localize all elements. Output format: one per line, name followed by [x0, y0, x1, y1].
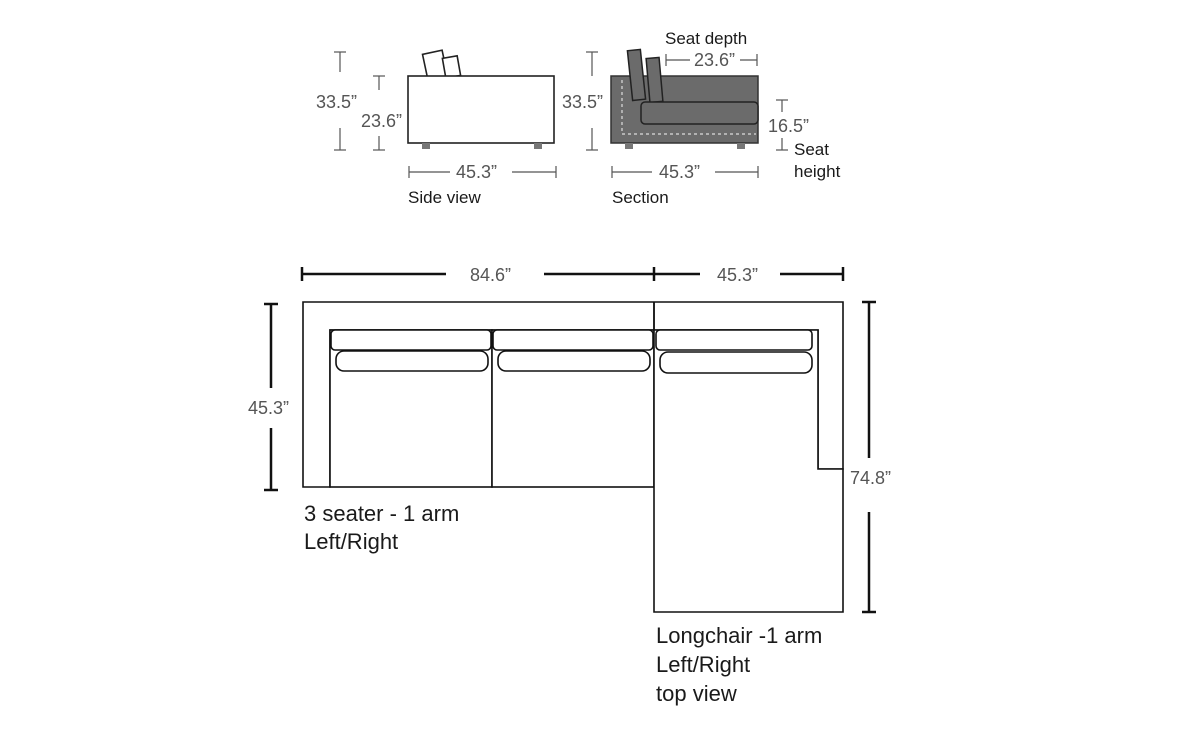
top-view-width-dimension [300, 267, 845, 281]
section-foot-right [737, 143, 745, 149]
longchair-label-line-2: Left/Right [656, 652, 750, 677]
side-view-body [407, 75, 555, 144]
section-seat-cushion [640, 101, 759, 125]
top-view-seater-depth-dimension [264, 302, 278, 492]
top-view-seater-width: 84.6” [470, 265, 511, 285]
pillow-longchair [659, 351, 813, 374]
section-seat-depth: 23.6” [694, 50, 735, 70]
side-view-foot-left [422, 143, 430, 149]
section-seat-height-label-1: Seat [794, 140, 829, 159]
section-total-height: 33.5” [562, 92, 603, 112]
top-view-longchair-length-dimension [862, 300, 876, 614]
section-width: 45.3” [659, 162, 700, 182]
longchair-outline [653, 302, 844, 613]
top-view-longchair-width-text: 45.3” [717, 265, 758, 285]
section-frame-line [621, 80, 756, 135]
top-view-longchair-length: 74.8” [850, 468, 891, 488]
section-width-dimension [611, 166, 759, 178]
section-back-cushion [626, 48, 647, 102]
section-foot-left [625, 143, 633, 149]
seater-label-line-2: Left/Right [304, 529, 398, 554]
side-view-foot-right [534, 143, 542, 149]
side-view-caption: Side view [408, 188, 481, 207]
back-cushion-left [330, 329, 492, 351]
label-gap [706, 264, 776, 284]
seater-label-line-1: 3 seater - 1 arm [304, 501, 459, 526]
section-view: Seat depth 23.6” 33.5” 16.5” Seat height [562, 29, 841, 207]
section-seat-height-label-2: height [794, 162, 841, 181]
side-view-seat-height-dimension [373, 75, 385, 151]
top-view-seater-depth: 45.3” [248, 398, 289, 418]
side-view: 33.5” 23.6” 45.3” Side view [316, 49, 557, 207]
section-seat-depth-label: Seat depth [665, 29, 747, 48]
pillow-middle [497, 350, 651, 372]
side-view-width: 45.3” [456, 162, 497, 182]
section-caption: Section [612, 188, 669, 207]
pillow-left [335, 350, 489, 372]
side-view-width-dimension [408, 166, 557, 178]
side-view-total-height: 33.5” [316, 92, 357, 112]
top-view: 84.6” 45.3” 45.3” 45.3” 74.8” [248, 264, 891, 706]
side-view-seat-top-height: 23.6” [361, 111, 402, 131]
side-view-back-cushion-2 [441, 54, 462, 79]
section-total-height-dimension [586, 51, 598, 151]
section-seat-height-dimension [776, 99, 788, 151]
longchair-label-line-1: Longchair -1 arm [656, 623, 822, 648]
back-cushion-longchair [655, 329, 813, 351]
section-seat-depth-dimension [665, 54, 758, 66]
section-back-cushion-2 [645, 56, 664, 104]
longchair-label-line-3: top view [656, 681, 737, 706]
back-cushion-middle [492, 329, 654, 351]
side-view-total-height-dimension [334, 51, 346, 151]
section-seat-height: 16.5” [768, 116, 809, 136]
